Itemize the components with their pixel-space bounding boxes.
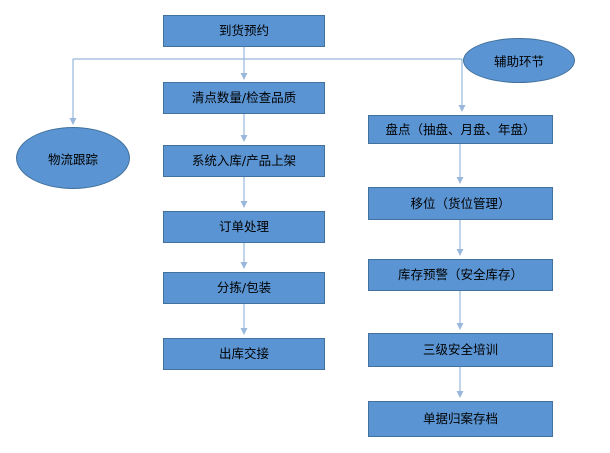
flow-node-label: 分拣/包装 — [216, 280, 272, 296]
flow-node-document-archive: 单据归案存档 — [368, 401, 553, 437]
flow-node-label: 到货预约 — [218, 23, 269, 39]
flow-node-label: 系统入库/产品上架 — [191, 153, 297, 169]
flow-node-order-processing: 订单处理 — [163, 211, 325, 243]
flow-node-label: 清点数量/检查品质 — [191, 90, 297, 106]
flow-node-safety-training: 三级安全培训 — [368, 333, 553, 367]
flow-node-label: 库存预警（安全库存） — [397, 267, 523, 283]
flow-node-inventory-count: 盘点（抽盘、月盘、年盘） — [368, 115, 553, 144]
ellipse-logistics-tracking: 物流跟踪 — [16, 127, 130, 189]
flow-node-label: 三级安全培训 — [422, 342, 498, 358]
flow-node-system-inbound: 系统入库/产品上架 — [163, 145, 325, 177]
flow-node-label: 盘点（抽盘、月盘、年盘） — [385, 121, 536, 137]
flow-node-label: 单据归案存档 — [422, 411, 498, 427]
ellipse-label: 物流跟踪 — [47, 151, 98, 167]
ellipse-auxiliary-links: 辅助环节 — [463, 38, 575, 83]
flow-node-arrival-appointment: 到货预约 — [163, 15, 325, 47]
flow-node-label: 移位（货位管理） — [410, 195, 511, 211]
flow-node-sorting-packing: 分拣/包装 — [163, 272, 325, 304]
ellipse-label: 辅助环节 — [493, 54, 544, 69]
flow-node-label: 订单处理 — [218, 219, 269, 235]
flow-node-relocation: 移位（货位管理） — [368, 187, 553, 220]
flow-node-count-check: 清点数量/检查品质 — [163, 82, 325, 114]
flow-node-label: 出库交接 — [218, 346, 269, 362]
flow-node-stock-warning: 库存预警（安全库存） — [368, 259, 553, 291]
flow-node-outbound-handover: 出库交接 — [163, 338, 325, 370]
